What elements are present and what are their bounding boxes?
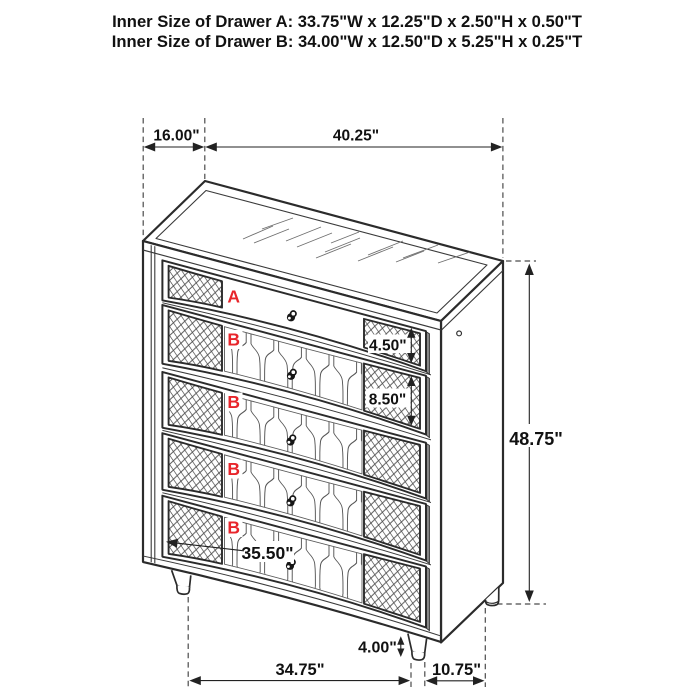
svg-text:10.75": 10.75" bbox=[432, 661, 481, 679]
svg-text:B: B bbox=[227, 518, 240, 538]
svg-text:B: B bbox=[227, 330, 240, 350]
svg-text:B: B bbox=[227, 459, 240, 479]
svg-text:Inner Size of Drawer A: 33.75": Inner Size of Drawer A: 33.75"W x 12.25"… bbox=[112, 12, 582, 31]
svg-text:48.75": 48.75" bbox=[509, 429, 563, 449]
svg-text:Inner Size of Drawer B: 34.00": Inner Size of Drawer B: 34.00"W x 12.50"… bbox=[112, 32, 582, 51]
svg-text:8.50": 8.50" bbox=[369, 392, 407, 409]
svg-text:4.00": 4.00" bbox=[358, 640, 397, 657]
svg-text:40.25": 40.25" bbox=[333, 128, 379, 145]
svg-text:35.50": 35.50" bbox=[241, 543, 293, 563]
svg-text:A: A bbox=[227, 287, 240, 307]
svg-text:B: B bbox=[227, 392, 240, 412]
svg-text:16.00": 16.00" bbox=[153, 128, 199, 145]
svg-text:34.75": 34.75" bbox=[275, 661, 324, 679]
svg-text:4.50": 4.50" bbox=[369, 337, 407, 354]
